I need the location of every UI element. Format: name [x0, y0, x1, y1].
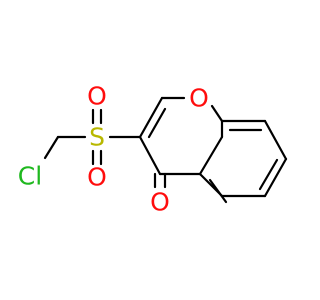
bond-o1-c8a: [210, 104, 224, 123]
sulfur-atom-label: S: [89, 123, 105, 152]
atom-labels: Cl S O O O O: [18, 82, 209, 217]
bond-c4a-c8a: [198, 135, 224, 176]
bond-c7-c6: [263, 157, 288, 198]
ring-oxygen-label: O: [189, 84, 209, 113]
bond-c3-c2-inner: [147, 107, 167, 139]
bonds: [43, 96, 288, 204]
bond-c5-c4a-inner: [208, 178, 228, 204]
sulfonyl-oxygen-bottom-label: O: [87, 163, 107, 192]
chlorine-atom-label: Cl: [18, 162, 42, 191]
carbonyl-oxygen-label: O: [150, 188, 170, 217]
bond-c7-c6-inner: [258, 158, 279, 191]
sulfonyl-oxygen-top-label: O: [87, 82, 107, 111]
chemical-structure-diagram: Cl S O O O O: [18, 82, 288, 217]
bond-cl-ch2: [43, 135, 60, 160]
bond-c3-c4: [138, 135, 162, 176]
bond-c3-c2: [138, 96, 164, 139]
bond-c8-c7: [263, 119, 288, 161]
